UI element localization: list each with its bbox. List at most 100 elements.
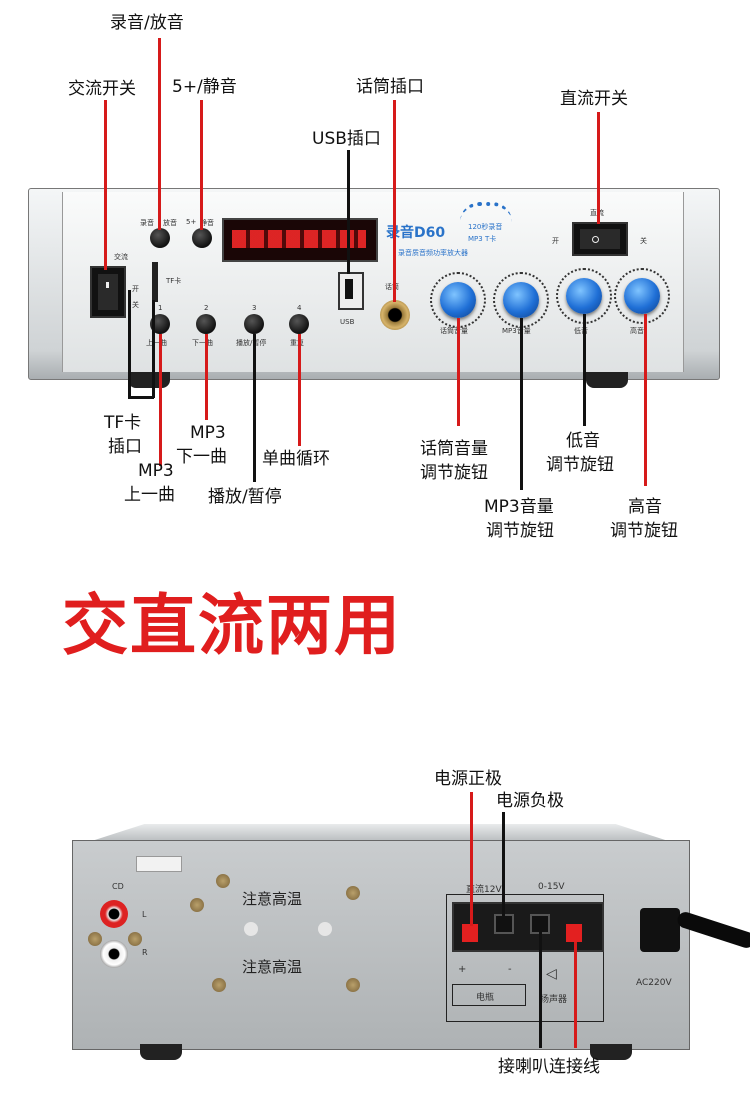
treble-scale <box>614 268 670 324</box>
pointer-record-play <box>158 38 161 230</box>
ac-switch-on: 开 <box>132 285 139 293</box>
label-mic-jack: 话筒插口 <box>356 77 424 97</box>
terminal-neg[interactable] <box>494 914 514 934</box>
pointer-mp3-prev <box>159 334 162 466</box>
pointer-mp3-next <box>205 334 208 420</box>
play-pause-button[interactable] <box>244 314 264 334</box>
label-mp3-next-1: MP3 <box>190 423 226 443</box>
label-five-plus-mute: 5+/静音 <box>172 77 237 97</box>
brand-logo-icon <box>460 202 512 222</box>
pointer-ac-switch <box>104 100 107 270</box>
rca-right-jack[interactable] <box>100 940 128 968</box>
record-play-button[interactable] <box>150 228 170 248</box>
screw-3 <box>346 886 360 900</box>
back-battery-text: 电瓶 <box>476 993 495 1003</box>
pointer-tf-slot-h <box>128 396 154 399</box>
label-mp3-volume-1: MP3音量 <box>484 497 554 517</box>
headline: 交直流两用 <box>62 587 402 664</box>
back-l-text: L <box>142 910 147 919</box>
warning-text-1: 注意高温 <box>242 890 303 908</box>
pointer-single-loop <box>298 334 301 446</box>
label-mic-volume-1: 话筒音量 <box>420 439 488 459</box>
rca-left-jack[interactable] <box>100 900 128 928</box>
num-2: 2 <box>204 304 209 312</box>
back-minus-text: - <box>508 964 512 975</box>
back-speaker-text: 扬声器 <box>540 995 568 1005</box>
screw-5 <box>244 922 258 936</box>
btn-mute-text: 静音 <box>200 219 214 227</box>
knob-mic-text: 话筒音量 <box>440 327 468 335</box>
cap-play: 播放/暂停 <box>236 339 267 347</box>
speaker-icon: ◁ <box>546 966 557 982</box>
pointer-mic-jack <box>393 100 396 302</box>
num-1: 1 <box>158 304 163 312</box>
back-panel-body <box>72 840 690 1050</box>
screw-4 <box>318 922 332 936</box>
treble-knob[interactable] <box>624 278 660 314</box>
foot-left <box>128 372 170 388</box>
label-power-neg: 电源负极 <box>496 791 564 811</box>
dc-power-switch[interactable] <box>572 222 628 256</box>
foot-right <box>586 372 628 388</box>
screw-7 <box>346 978 360 992</box>
pointer-bass <box>583 314 586 426</box>
terminal-pos-red[interactable] <box>462 924 478 942</box>
pointer-power-neg <box>502 812 505 916</box>
label-mp3-next-2: 下一曲 <box>176 447 227 467</box>
knob-treble-text: 高音 <box>630 327 644 335</box>
screw-cd-top <box>128 932 142 946</box>
label-mp3-volume-2: 调节旋钮 <box>486 521 554 541</box>
label-treble-1: 高音 <box>628 497 662 517</box>
pointer-tf-slot-2 <box>152 300 155 398</box>
brand-name: 录音D60 <box>386 225 446 241</box>
brand-sub-3: 录音质音频功率放大器 <box>398 249 468 257</box>
label-bass-1: 低音 <box>566 431 600 451</box>
front-panel-photo: 交流 开 关 TF卡 录音 放音 5+ 静音 1 2 3 4 上一曲 下一曲 播… <box>28 13 720 541</box>
pointer-dc-switch <box>597 112 600 224</box>
cap-prev: 上一曲 <box>146 339 167 347</box>
pointer-treble <box>644 314 647 486</box>
five-plus-mute-button[interactable] <box>192 228 212 248</box>
num-4: 4 <box>297 304 302 312</box>
num-3: 3 <box>252 304 257 312</box>
pointer-tf-slot <box>128 290 131 398</box>
usb-text: USB <box>340 318 355 326</box>
ac-power-switch[interactable] <box>90 266 126 318</box>
pointer-power-pos <box>470 792 473 926</box>
tf-card-slot[interactable] <box>152 262 158 302</box>
terminal-spk-pos-red[interactable] <box>566 924 582 942</box>
battery-box <box>452 984 526 1006</box>
pointer-speaker-pos <box>574 942 577 1048</box>
usb-port[interactable] <box>338 272 364 310</box>
mic-volume-knob[interactable] <box>440 282 476 318</box>
btn-five-text: 5+ <box>186 218 197 226</box>
label-dc-switch: 直流开关 <box>560 89 628 109</box>
ac-inlet[interactable] <box>640 908 680 952</box>
label-mic-volume-2: 调节旋钮 <box>420 463 488 483</box>
screw-6 <box>212 978 226 992</box>
bass-knob[interactable] <box>566 278 602 314</box>
label-mp3-prev-1: MP3 <box>138 461 174 481</box>
back-ac220-text: AC220V <box>636 978 672 988</box>
screw-1 <box>190 898 204 912</box>
ac-switch-text: 交流 <box>114 253 128 261</box>
label-treble-2: 调节旋钮 <box>610 521 678 541</box>
back-foot-left <box>140 1044 182 1060</box>
btn-play-text: 放音 <box>163 219 177 227</box>
mic-jack[interactable] <box>380 300 410 330</box>
warning-text-2: 注意高温 <box>242 958 303 976</box>
screw-cd-bottom <box>88 932 102 946</box>
pointer-speaker-neg <box>539 930 542 1048</box>
mp3-volume-knob[interactable] <box>503 282 539 318</box>
btn-rec-text: 录音 <box>140 219 154 227</box>
single-loop-button[interactable] <box>289 314 309 334</box>
label-power-pos: 电源正极 <box>434 769 502 789</box>
brand-sub-2: MP3 T卡 <box>468 235 497 243</box>
mp3-next-button[interactable] <box>196 314 216 334</box>
screw-2 <box>216 874 230 888</box>
back-range-text: 0-15V <box>538 882 565 892</box>
label-record-play: 录音/放音 <box>110 13 184 33</box>
mp3-prev-button[interactable] <box>150 314 170 334</box>
label-tf-slot-2: 插口 <box>108 437 142 457</box>
led-display <box>222 218 378 262</box>
